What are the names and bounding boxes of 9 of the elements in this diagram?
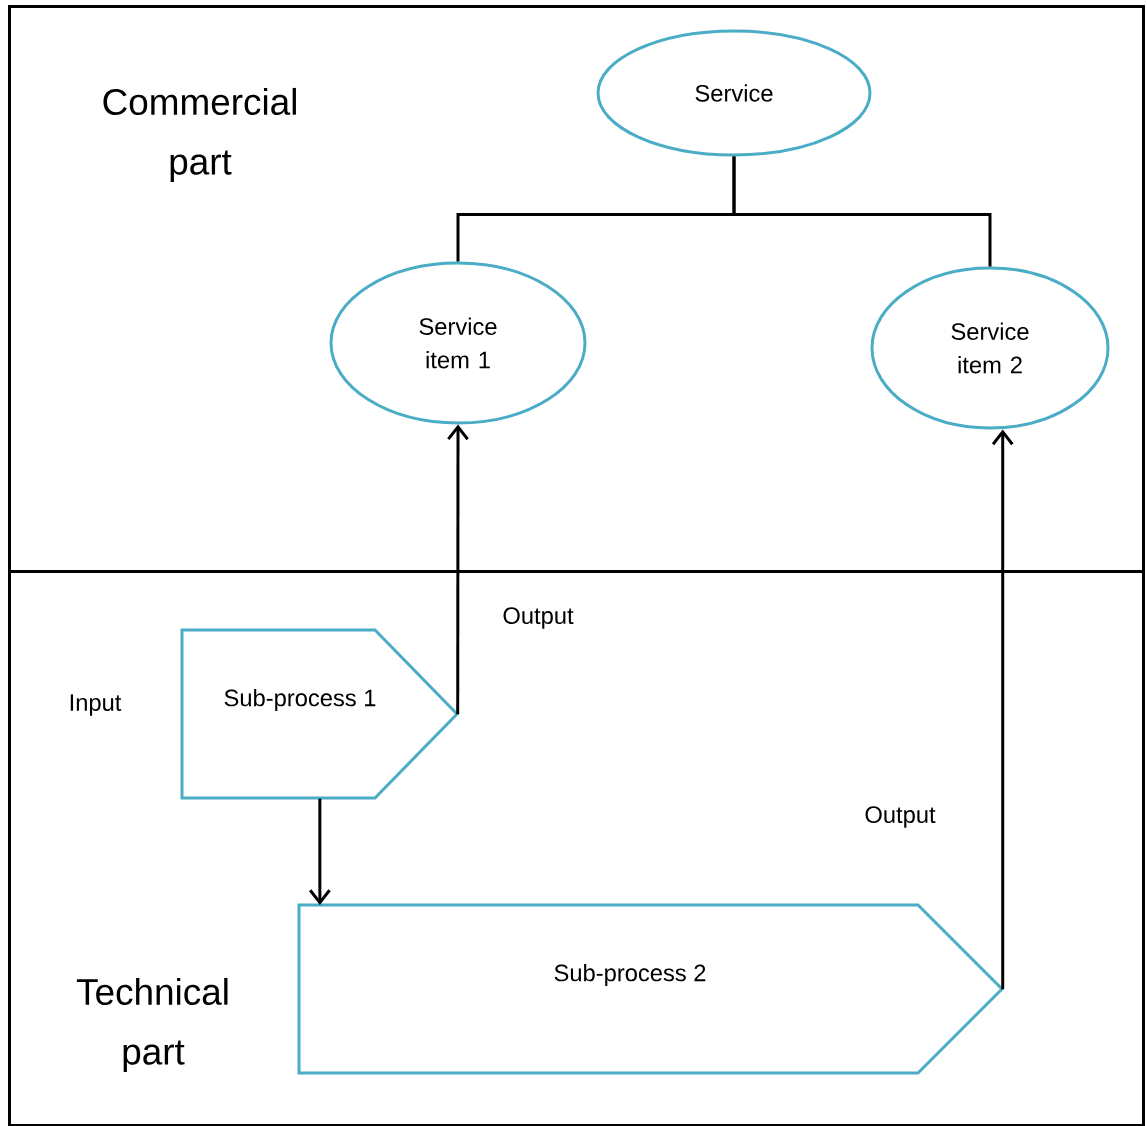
process-pentagon: Sub-process 1 xyxy=(180,628,460,800)
flow-label: Input xyxy=(70,694,122,716)
arrow xyxy=(309,798,331,905)
connector-line xyxy=(732,156,992,267)
edge-label: Output xyxy=(862,804,938,830)
edge-label: Output xyxy=(500,605,576,631)
arrow xyxy=(447,424,469,715)
process-pentagon: Sub-process 2 xyxy=(297,903,1005,1075)
arrow xyxy=(991,429,1014,990)
